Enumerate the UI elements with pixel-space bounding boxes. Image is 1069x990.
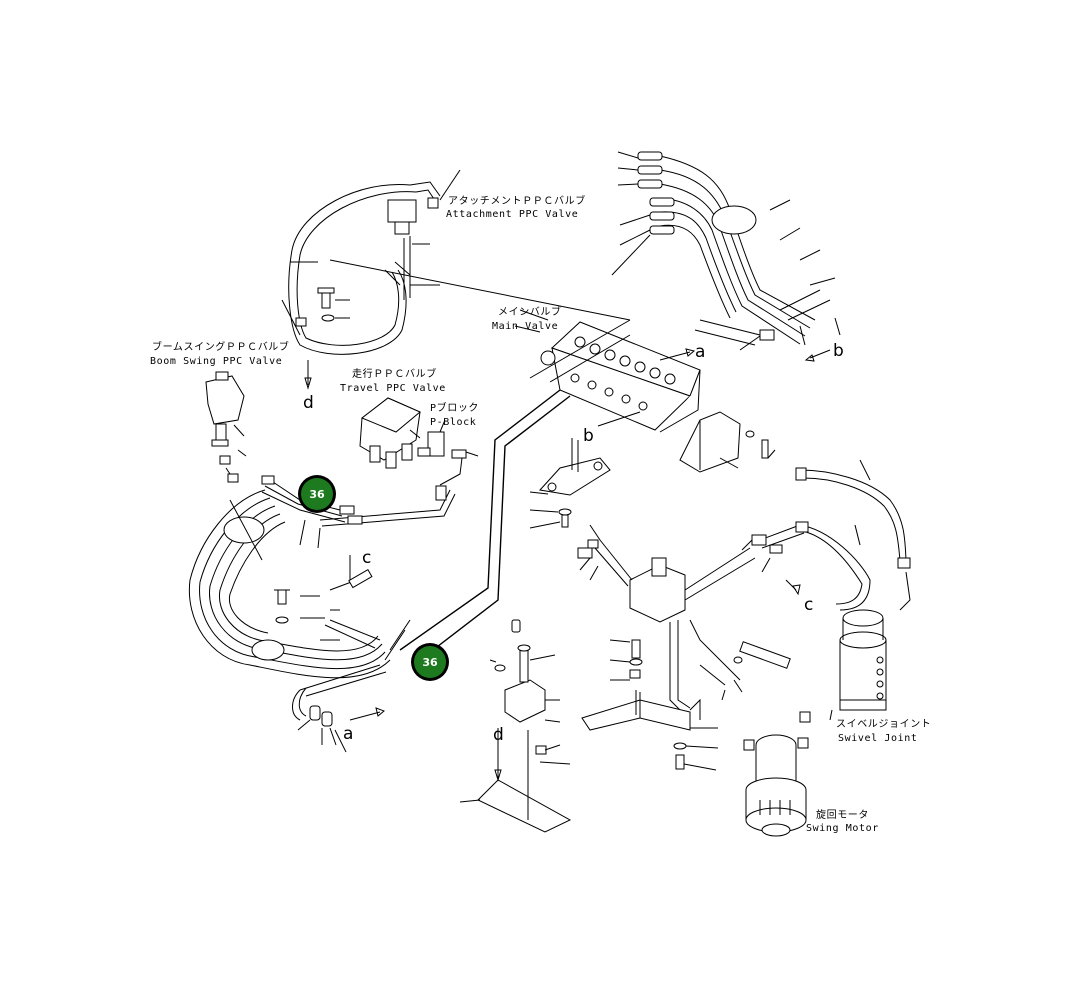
swivel-hoses xyxy=(795,459,911,611)
marker-number: 36 xyxy=(422,656,438,669)
boom-swing-ppc-valve xyxy=(205,371,247,483)
connector-d-lower: d xyxy=(493,725,504,745)
label-attachment-en: Attachment PPC Valve xyxy=(446,209,578,220)
connector-letters: d a b b c c a d xyxy=(303,341,844,745)
hose-bundle-top-right xyxy=(611,151,841,362)
label-travel-jp: 走行ＰＰＣバルブ xyxy=(352,367,437,380)
label-pblock-jp: Pブロック xyxy=(430,401,479,414)
connector-a-upper: a xyxy=(695,342,705,362)
attachment-hose-loop xyxy=(281,169,461,390)
travel-ppc-valve xyxy=(359,397,421,469)
label-boom-jp: ブームスイングＰＰＣバルブ xyxy=(152,340,290,353)
callout-marker-1[interactable]: 36 xyxy=(298,475,336,513)
connector-c-right: c xyxy=(804,595,813,615)
label-pblock-en: P-Block xyxy=(430,417,476,428)
swing-motor xyxy=(743,711,811,837)
connector-b-lower: b xyxy=(583,426,594,446)
component-labels: アタッチメントＰＰＣバルブ Attachment PPC Valve メインバル… xyxy=(150,194,931,834)
marker-circle xyxy=(301,478,333,510)
lower-center-block xyxy=(459,619,572,833)
label-boom-en: Boom Swing PPC Valve xyxy=(150,356,282,367)
main-tube-lines xyxy=(399,389,571,661)
connector-b-upper: b xyxy=(833,341,844,361)
connector-c-left: c xyxy=(362,548,371,568)
right-middle-block xyxy=(577,524,805,771)
label-swivel-jp: スイベルジョイント xyxy=(836,718,931,730)
connector-a-lower: a xyxy=(343,724,353,744)
label-swivel-en: Swivel Joint xyxy=(838,733,917,744)
swivel-joint xyxy=(829,609,887,721)
main-valve xyxy=(329,259,776,529)
label-main-en: Main Valve xyxy=(492,321,558,332)
label-main-jp: メインバルブ xyxy=(498,305,562,318)
marker-circle xyxy=(414,646,446,678)
left-hose-group xyxy=(188,475,456,753)
marker-number: 36 xyxy=(309,488,325,501)
p-block xyxy=(417,419,479,486)
callout-marker-2[interactable]: 36 xyxy=(411,643,449,681)
label-swing-en: Swing Motor xyxy=(806,823,879,834)
connector-d-upper: d xyxy=(303,393,314,413)
label-attachment-jp: アタッチメントＰＰＣバルブ xyxy=(448,194,586,207)
label-swing-jp: 旋回モータ xyxy=(816,808,869,821)
label-travel-en: Travel PPC Valve xyxy=(340,383,446,394)
